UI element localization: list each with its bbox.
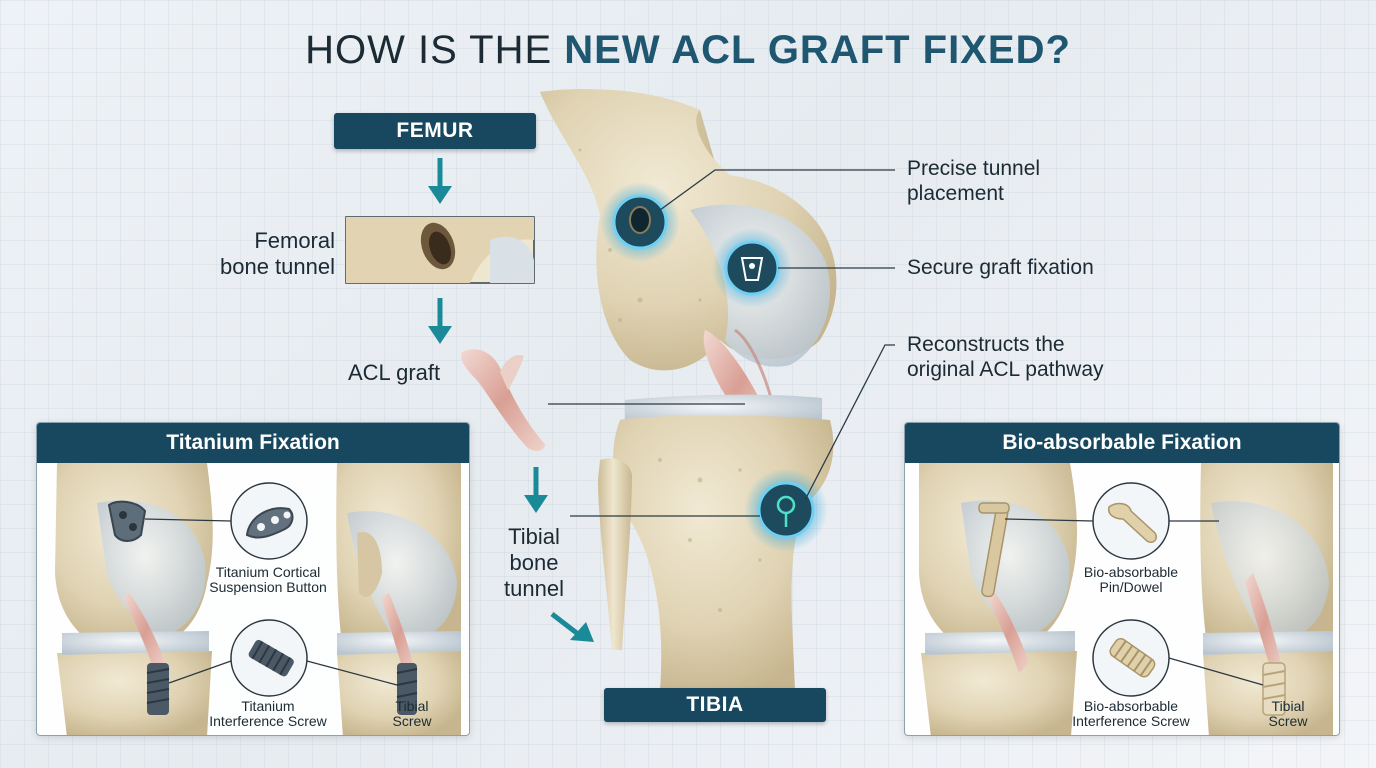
tibia-tag: TIBIA <box>604 688 826 722</box>
title-prefix: HOW IS THE <box>305 28 565 72</box>
tibial-tunnel-line3: tunnel <box>504 575 564 601</box>
acl-graft-label: ACL graft <box>348 360 440 386</box>
fibula <box>598 458 632 650</box>
titanium-button-line1: Titanium Cortical <box>215 564 321 580</box>
bio-screw-line1: Bio-absorbable <box>1083 698 1179 714</box>
titanium-tibial-label: Tibial Screw <box>377 698 447 730</box>
femoral-tunnel-line2: bone tunnel <box>220 253 335 279</box>
bio-tibial-label: Tibial Screw <box>1253 698 1323 730</box>
titanium-screw-line2: Interference Screw <box>209 713 327 730</box>
femoral-tunnel-line1: Femoral <box>254 228 335 253</box>
tunnel-placement-line1: Precise tunnel <box>907 157 1041 180</box>
femur-tag: FEMUR <box>334 113 536 149</box>
tibia <box>613 415 834 690</box>
graft-fixation-marker <box>712 228 792 308</box>
titanium-panel-title: Titanium Fixation <box>37 423 469 463</box>
tibial-tunnel-line2: bone <box>509 549 559 575</box>
acl-graft-specimen <box>461 349 545 451</box>
tunnel-placement-line2: placement <box>907 182 1004 206</box>
tibial-tunnel-line1: Tibial <box>508 524 560 549</box>
femoral-tunnel-marker <box>600 182 680 262</box>
tibial-tunnel-marker <box>744 468 828 552</box>
acl-graft-text: ACL graft <box>348 360 441 385</box>
titanium-screw-line1: Titanium <box>241 698 295 714</box>
graft-fixation-text: Secure graft fixation <box>907 256 1094 279</box>
reconstructs-line2: original ACL pathway <box>907 358 1104 382</box>
tunnel-placement-annotation: Precise tunnel placement <box>907 156 1040 206</box>
bio-illustration <box>919 463 1333 735</box>
tibia-tag-text: TIBIA <box>686 693 744 716</box>
tibial-tunnel-label: Tibial bone tunnel <box>486 524 582 602</box>
bio-tibial-line2: Screw <box>1268 713 1308 730</box>
page-title: HOW IS THE NEW ACL GRAFT FIXED? <box>0 28 1376 73</box>
bio-pin-line2: Pin/Dowel <box>1099 579 1163 596</box>
titanium-illustration <box>55 463 461 735</box>
reconstructs-annotation: Reconstructs the original ACL pathway <box>907 332 1104 382</box>
femur-tag-text: FEMUR <box>396 119 474 142</box>
bio-pin-label: Bio-absorbable Pin/Dowel <box>1061 564 1201 596</box>
bio-fixation-panel: Bio-absorbable Fixation Bio-absorbab <box>904 422 1340 736</box>
bio-screw-label: Bio-absorbable Interference Screw <box>1053 698 1209 730</box>
bio-screw-line2: Interference Screw <box>1072 713 1190 730</box>
titanium-button-label: Titanium Cortical Suspension Button <box>197 564 339 596</box>
bio-pin-line1: Bio-absorbable <box>1083 564 1179 580</box>
bio-panel-title: Bio-absorbable Fixation <box>905 423 1339 463</box>
title-accent: NEW ACL GRAFT FIXED? <box>564 28 1071 72</box>
titanium-fixation-panel: Titanium Fixation <box>36 422 470 736</box>
reconstructs-line1: Reconstructs the <box>907 333 1065 356</box>
titanium-tibial-line1: Tibial <box>395 698 429 714</box>
graft-fixation-annotation: Secure graft fixation <box>907 255 1094 280</box>
titanium-button-line2: Suspension Button <box>209 579 327 596</box>
titanium-screw-label: Titanium Interference Screw <box>197 698 339 730</box>
femoral-tunnel-label: Femoral bone tunnel <box>170 228 335 280</box>
bio-tibial-line1: Tibial <box>1271 698 1305 714</box>
titanium-tibial-line2: Screw <box>392 713 432 730</box>
